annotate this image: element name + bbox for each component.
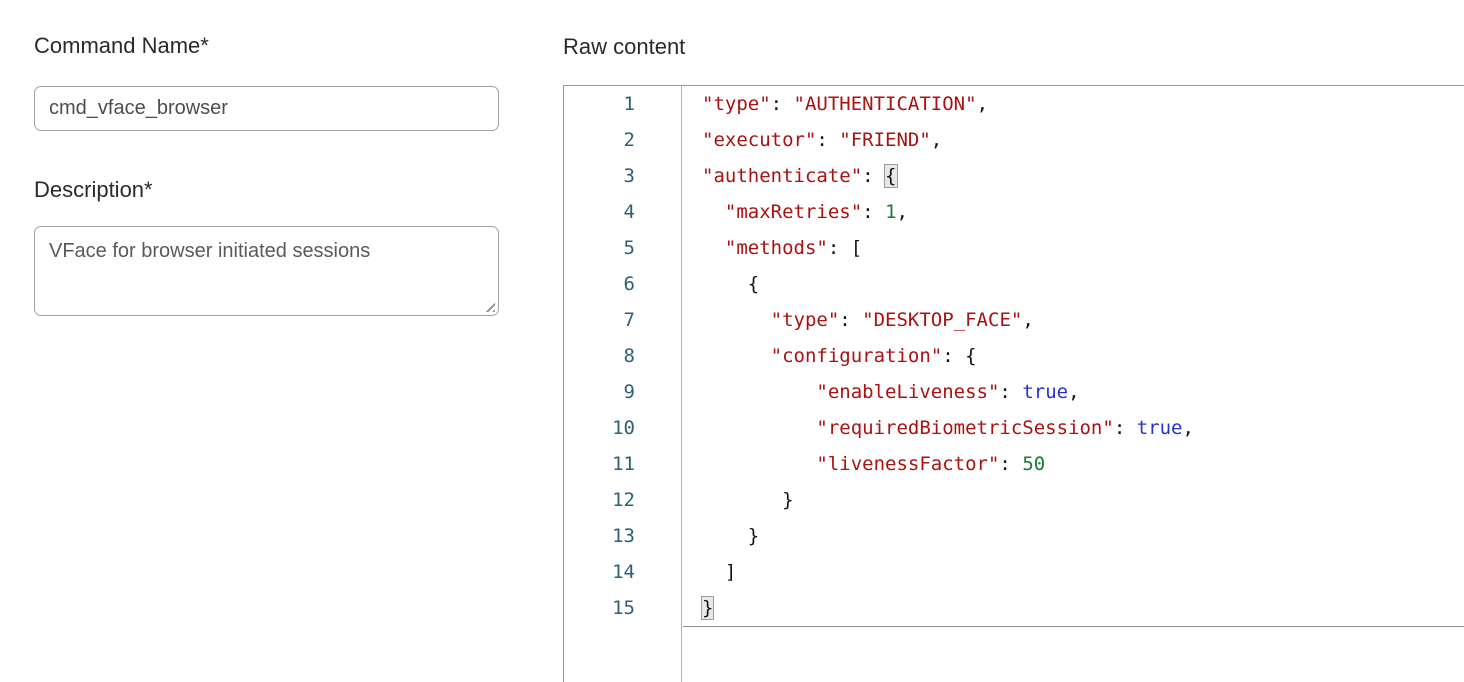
line-number: 5 (623, 237, 635, 259)
line-number: 13 (612, 525, 635, 547)
line-number: 10 (612, 417, 635, 439)
description-label: Description* (34, 177, 153, 202)
code-line[interactable]: "maxRetries": 1, (724, 201, 908, 223)
description-field: VFace for browser initiated sessions (34, 226, 499, 316)
code-line[interactable]: "enableLiveness": true, (816, 381, 1080, 403)
code-line[interactable]: } (702, 489, 794, 511)
code-line[interactable]: "type": "AUTHENTICATION", (702, 93, 989, 115)
code-line[interactable]: ] (702, 561, 737, 583)
line-number: 6 (623, 273, 635, 295)
raw-content-label: Raw content (563, 34, 686, 59)
description-textarea[interactable]: VFace for browser initiated sessions (34, 226, 499, 316)
code-line[interactable]: } (700, 596, 715, 620)
line-number: 8 (623, 345, 635, 367)
code-line[interactable]: "authenticate": { (702, 164, 898, 188)
line-number: 15 (612, 597, 635, 619)
line-number: 14 (612, 561, 635, 583)
line-number: 4 (623, 201, 635, 223)
line-number: 2 (623, 129, 635, 151)
line-number: 12 (612, 489, 635, 511)
line-number: 1 (623, 93, 635, 115)
command-name-input[interactable] (34, 86, 499, 131)
code-line[interactable]: "methods": [ (724, 237, 863, 259)
code-line[interactable]: } (702, 525, 760, 547)
line-number: 11 (612, 453, 635, 475)
code-line[interactable]: { (702, 273, 760, 295)
code-line[interactable]: "executor": "FRIEND", (702, 129, 943, 151)
code-line[interactable]: "type": "DESKTOP_FACE", (770, 309, 1034, 331)
line-number: 9 (623, 381, 635, 403)
code-lines[interactable]: "type": "AUTHENTICATION", "executor": "FR… (683, 86, 1464, 627)
code-line[interactable]: "livenessFactor": 50 (816, 453, 1046, 475)
code-line[interactable]: "requiredBiometricSession": true, (816, 417, 1194, 439)
line-number: 3 (623, 165, 635, 187)
code-line[interactable]: "configuration": { (770, 345, 977, 367)
command-name-label: Command Name* (34, 33, 209, 58)
line-number: 7 (623, 309, 635, 331)
